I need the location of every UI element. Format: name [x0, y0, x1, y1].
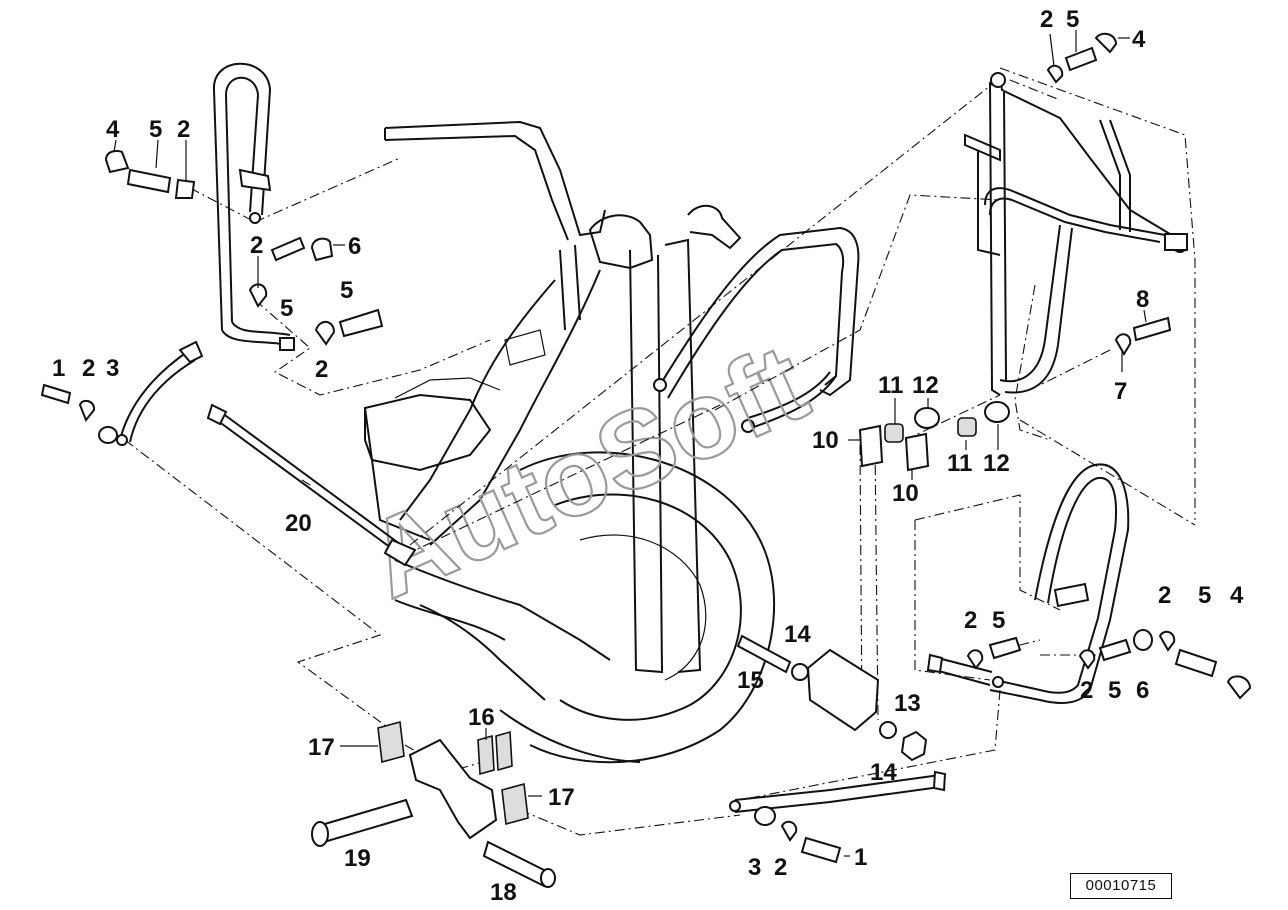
callout-label: 15 [737, 667, 764, 694]
callout-label: 2 [250, 232, 263, 259]
left-lower-tube [116, 340, 204, 446]
callout-label: 4 [1230, 582, 1244, 609]
watermark-text: AutoSoft [350, 321, 824, 622]
callout-label: 6 [1136, 677, 1149, 704]
callout-label: 10 [812, 427, 839, 454]
callout-label: 18 [490, 879, 517, 906]
callout-label: 19 [344, 845, 371, 872]
callout-label: 5 [149, 116, 162, 143]
rod-20 [206, 403, 417, 567]
callout-label: 5 [992, 607, 1005, 634]
callout-label: 2 [964, 607, 977, 634]
callout-label: 14 [870, 759, 897, 786]
motorcycle-outline [363, 120, 860, 764]
callout-label: 13 [894, 690, 921, 717]
callout-label: 5 [1198, 582, 1211, 609]
leader-lines [124, 67, 1196, 836]
callout-label: 2 [774, 854, 787, 881]
reference-number: 00010715 [1070, 873, 1172, 899]
callout-label: 2 [1040, 6, 1053, 33]
callout-label: 12 [912, 372, 939, 399]
callout-label: 10 [892, 480, 919, 507]
callout-label: 2 [1080, 677, 1093, 704]
callout-label: 1 [52, 355, 65, 382]
callout-label: 2 [315, 356, 328, 383]
callout-label: 3 [748, 854, 761, 881]
callout-label: 17 [548, 784, 575, 811]
callout-label: 1 [854, 844, 867, 871]
callout-label: 20 [285, 510, 312, 537]
callout-label: 11 [947, 450, 972, 477]
callout-label: 14 [784, 621, 811, 648]
callout-label: 2 [82, 355, 95, 382]
callout-label: 17 [308, 734, 335, 761]
callout-labels: 4 5 2 2 6 5 5 2 1 2 3 20 2 5 4 8 7 11 12… [52, 6, 1244, 906]
callout-label: 4 [1132, 26, 1146, 53]
callout-label: 5 [340, 277, 353, 304]
callout-label: 2 [1158, 582, 1171, 609]
right-rear-crash-bar [964, 72, 1188, 396]
left-crash-bar [212, 62, 295, 351]
callout-pointers [113, 30, 1147, 857]
callout-label: 5 [280, 295, 293, 322]
callout-label: 6 [348, 233, 361, 260]
callout-label: 12 [983, 450, 1010, 477]
right-lower-crash-bar [926, 463, 1130, 704]
callout-label: 8 [1136, 286, 1149, 313]
callout-label: 5 [1066, 6, 1079, 33]
callout-label: 2 [177, 116, 190, 143]
right-lower-tube [729, 770, 947, 813]
callout-label: 5 [1108, 677, 1121, 704]
callout-label: 11 [878, 372, 903, 399]
callout-label: 3 [106, 355, 119, 382]
fasteners [40, 32, 1252, 888]
callout-label: 4 [106, 116, 120, 143]
callout-label: 7 [1114, 378, 1127, 405]
callout-label: 16 [468, 704, 495, 731]
